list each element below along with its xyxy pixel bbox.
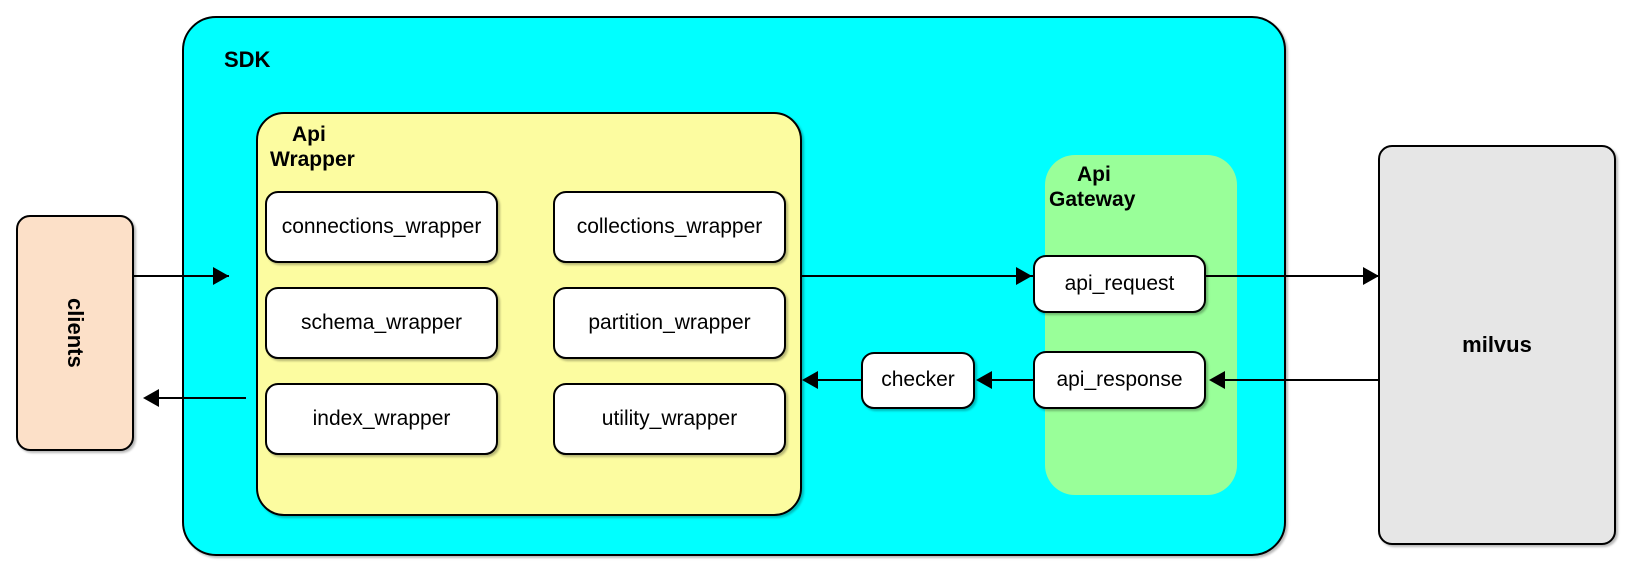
node-utility-wrapper[interactable]: utility_wrapper bbox=[553, 383, 786, 455]
milvus-label: milvus bbox=[1462, 332, 1532, 358]
edge-milvus-to-api-response bbox=[1212, 379, 1380, 381]
arrowhead-right-icon bbox=[213, 267, 229, 285]
api-request-label: api_request bbox=[1064, 271, 1175, 295]
api-gateway-label: Api Gateway bbox=[1049, 163, 1136, 211]
node-clients[interactable]: clients bbox=[16, 215, 134, 451]
arrowhead-right-icon bbox=[1016, 267, 1032, 285]
edge-checker-to-api-wrapper bbox=[815, 379, 863, 381]
checker-label: checker bbox=[881, 368, 955, 392]
edge-api-request-to-milvus bbox=[1206, 275, 1380, 277]
node-schema-wrapper[interactable]: schema_wrapper bbox=[265, 287, 498, 359]
clients-label: clients bbox=[62, 298, 88, 368]
node-partition-wrapper[interactable]: partition_wrapper bbox=[553, 287, 786, 359]
container-api-gateway[interactable]: Api Gateway bbox=[1045, 155, 1237, 495]
collections-wrapper-label: collections_wrapper bbox=[576, 214, 763, 238]
node-connections-wrapper[interactable]: connections_wrapper bbox=[265, 191, 498, 263]
api-wrapper-label: Api Wrapper bbox=[270, 123, 355, 171]
edge-api-response-to-checker bbox=[979, 379, 1034, 381]
edge-api-wrapper-to-clients bbox=[146, 397, 246, 399]
node-checker[interactable]: checker bbox=[861, 352, 975, 409]
index-wrapper-label: index_wrapper bbox=[312, 406, 451, 430]
arrowhead-left-icon bbox=[976, 371, 992, 389]
node-milvus[interactable]: milvus bbox=[1378, 145, 1616, 545]
edge-api-wrapper-to-api-request bbox=[801, 275, 1033, 277]
connections-wrapper-label: connections_wrapper bbox=[281, 214, 482, 238]
utility-wrapper-label: utility_wrapper bbox=[601, 406, 738, 430]
arrowhead-right-icon bbox=[1363, 267, 1379, 285]
arrowhead-left-icon bbox=[1209, 371, 1225, 389]
schema-wrapper-label: schema_wrapper bbox=[300, 310, 463, 334]
node-api-request[interactable]: api_request bbox=[1033, 255, 1206, 313]
edge-clients-to-api-wrapper bbox=[134, 275, 229, 277]
sdk-label: SDK bbox=[224, 47, 271, 72]
node-index-wrapper[interactable]: index_wrapper bbox=[265, 383, 498, 455]
arrowhead-left-icon bbox=[143, 389, 159, 407]
node-collections-wrapper[interactable]: collections_wrapper bbox=[553, 191, 786, 263]
partition-wrapper-label: partition_wrapper bbox=[588, 310, 751, 334]
arrowhead-left-icon bbox=[802, 371, 818, 389]
node-api-response[interactable]: api_response bbox=[1033, 351, 1206, 409]
api-response-label: api_response bbox=[1056, 367, 1183, 391]
